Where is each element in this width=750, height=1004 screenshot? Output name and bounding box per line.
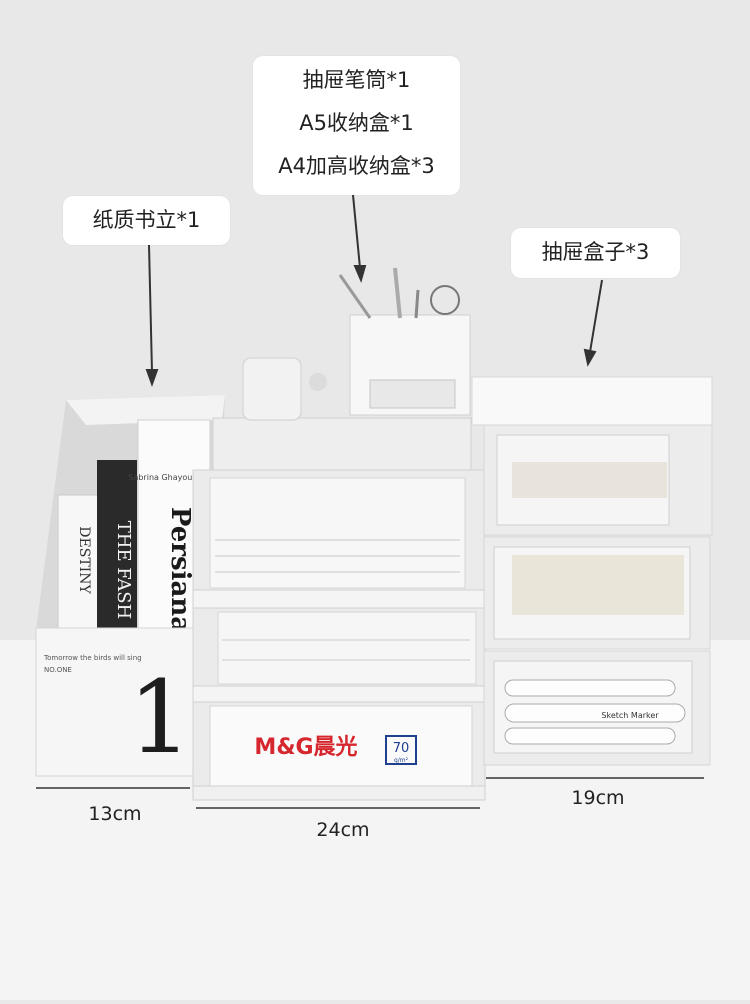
paper-unit: g/m² [394,757,409,764]
callout-middle-line-2: A5收纳盒*1 [299,111,414,135]
callout-middle: 抽屉笔筒*1 A5收纳盒*1 A4加高收纳盒*3 [253,56,460,195]
marker-1 [504,679,676,697]
arrow-left [145,369,159,387]
drawer-top-lid [471,376,713,426]
book-persiana-title: Persiana [165,507,195,633]
callout-left-label: 纸质书立*1 [92,208,201,232]
dimension-lines [36,777,704,809]
dimension-right: 19cm [571,787,625,809]
holder-numeral: 1 [128,659,192,776]
book-destiny-title: DESTINY [76,526,92,594]
marker-3 [504,727,676,745]
dimension-left: 13cm [88,803,142,825]
holder-front-panel [35,627,194,777]
paper-weight: 70 [393,741,410,756]
callout-left: 纸质书立*1 [63,196,230,245]
callout-arrows [145,194,603,387]
book-fashion-title: THE FASH [113,521,134,620]
a5-storage-box [212,417,472,471]
tray-2-papers [217,611,477,685]
dimension-middle: 24cm [316,819,370,841]
paper-brand: M&G晨光 [254,735,357,760]
tray-1-papers [209,477,466,589]
arrow-right [583,348,597,367]
holder-caption: Tomorrow the birds will sing [43,654,142,662]
marker-2 [504,703,686,723]
marker-label: Sketch Marker [601,711,659,720]
tray-1 [192,589,486,609]
callout-right: 抽屉盒子*3 [511,228,680,278]
book-fashion [97,460,137,630]
tape-dispenser [242,357,302,421]
tray-2 [192,685,486,703]
callout-middle-line-3: A4加高收纳盒*3 [278,154,435,178]
paper-book-holder: DESTINY THE FASH Persiana Sabrina Ghayou… [35,395,225,777]
a4-tray-stack: M&G晨光 70 g/m² [192,267,486,801]
callout-right-label: 抽屉盒子*3 [541,240,650,264]
copy-paper-ream [209,705,473,787]
book-persiana-author: Sabrina Ghayour [128,473,196,482]
holder-subcaption: NO.ONE [44,666,72,674]
tray-base [192,785,486,801]
callout-middle-line-1: 抽屉笔筒*1 [302,68,411,92]
drawer-box-stack: Sketch Marker [471,376,713,766]
arrow-middle [353,265,367,283]
